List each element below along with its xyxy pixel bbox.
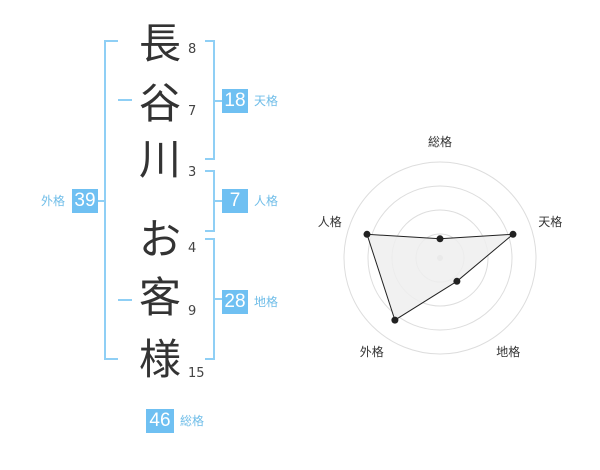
chikaku-connector bbox=[215, 298, 222, 300]
gaikaku-tick-top bbox=[118, 99, 132, 101]
radar-polygon bbox=[366, 233, 515, 321]
name-char-4: お bbox=[138, 215, 181, 264]
name-char-3: 川 bbox=[138, 135, 181, 184]
radar-point-4 bbox=[391, 316, 399, 324]
stroke-count-3: 3 bbox=[188, 165, 197, 180]
name-char-1: 長 bbox=[138, 19, 181, 68]
chikaku-badge: 28 bbox=[222, 290, 248, 314]
jinkaku-connector bbox=[215, 200, 222, 202]
tenkaku-badge: 18 bbox=[222, 89, 248, 113]
name-char-6: 様 bbox=[138, 335, 181, 384]
gaikaku-badge: 39 bbox=[72, 189, 98, 213]
gaikaku-connector bbox=[98, 200, 104, 202]
gaikaku-label: 外格 bbox=[41, 194, 66, 208]
soukaku-label: 総格 bbox=[180, 414, 205, 428]
radar-ring-4 bbox=[343, 161, 537, 355]
name-char-5: 客 bbox=[138, 273, 181, 322]
name-char-2: 谷 bbox=[138, 79, 181, 128]
chikaku-label: 地格 bbox=[254, 295, 279, 309]
jinkaku-label: 人格 bbox=[254, 194, 279, 208]
jinkaku-badge: 7 bbox=[222, 189, 248, 213]
stroke-count-4: 4 bbox=[188, 241, 197, 256]
radar-axis-label-3: 地格 bbox=[496, 344, 520, 359]
stroke-count-5: 9 bbox=[188, 304, 197, 319]
tenkaku-connector bbox=[215, 100, 222, 102]
radar-point-5 bbox=[363, 230, 371, 238]
chikaku-bracket bbox=[205, 238, 215, 360]
tenkaku-bracket bbox=[205, 40, 215, 160]
stroke-count-2: 7 bbox=[188, 104, 197, 119]
stroke-count-6: 15 bbox=[188, 366, 205, 381]
radar-point-2 bbox=[509, 230, 517, 238]
gaikaku-tick-bottom bbox=[118, 299, 132, 301]
radar-axis-label-1: 総格 bbox=[428, 134, 452, 149]
tenkaku-label: 天格 bbox=[254, 94, 279, 108]
radar-ring-3 bbox=[367, 185, 513, 331]
radar-point-3 bbox=[453, 277, 461, 285]
radar-axis-label-5: 人格 bbox=[318, 214, 342, 229]
radar-point-1 bbox=[436, 235, 444, 243]
stroke-count-1: 8 bbox=[188, 42, 197, 57]
radar-axis-label-2: 天格 bbox=[538, 214, 562, 229]
jinkaku-bracket bbox=[205, 170, 215, 232]
radar-axis-label-4: 外格 bbox=[360, 344, 384, 359]
gaikaku-bracket bbox=[104, 40, 118, 360]
soukaku-badge: 46 bbox=[146, 409, 174, 433]
